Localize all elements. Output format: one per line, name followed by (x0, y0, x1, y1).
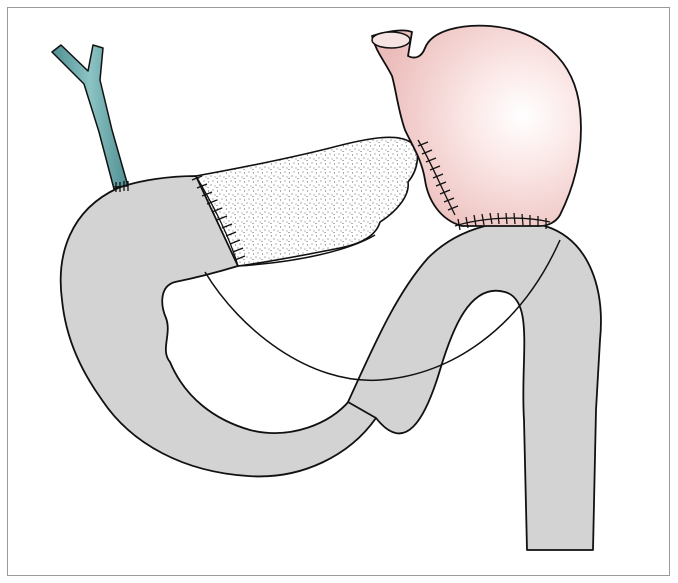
pancreas-remnant (196, 137, 417, 266)
bile-duct (52, 45, 128, 189)
jejunal-loop (348, 222, 601, 550)
